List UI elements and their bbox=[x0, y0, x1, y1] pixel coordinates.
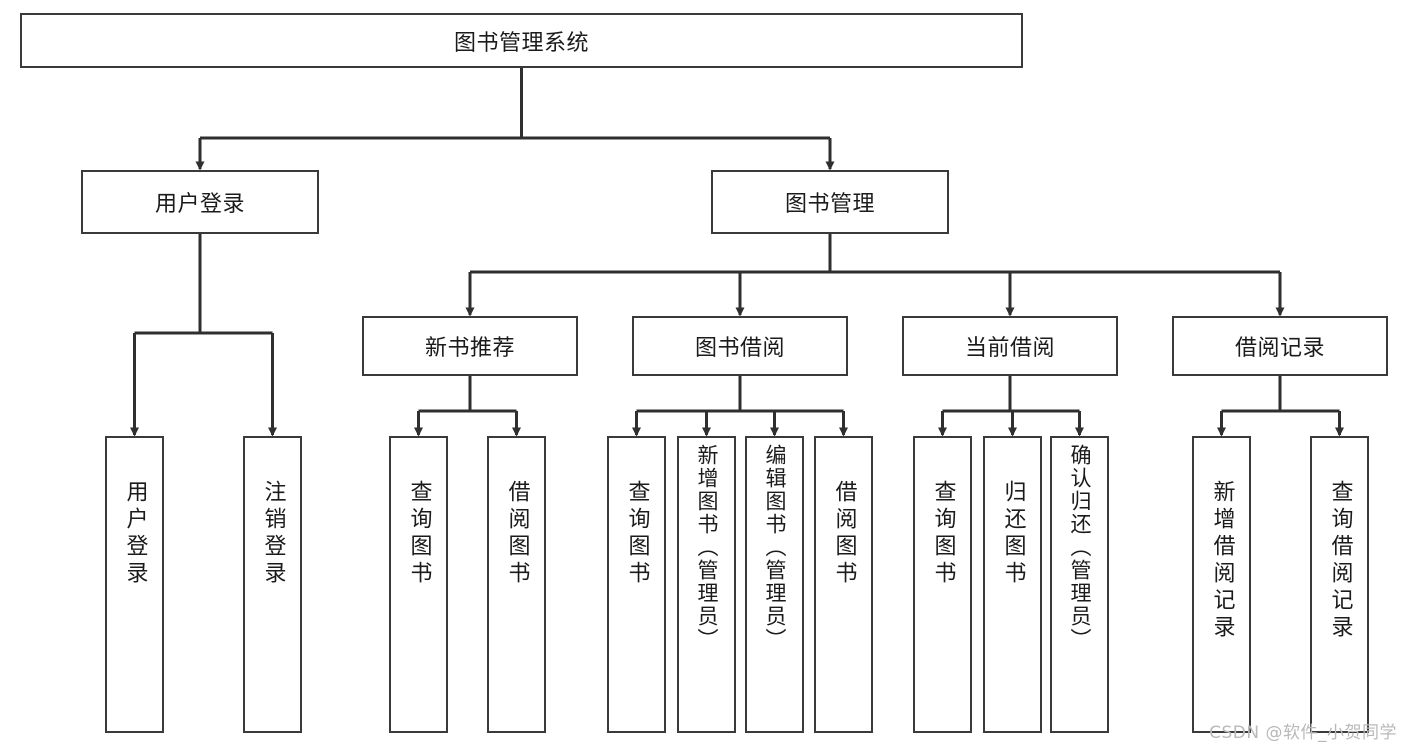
node-label-leaf-add-borrow-record: 新增借阅记录 bbox=[1209, 480, 1235, 642]
node-book-borrow[interactable]: 图书借阅 bbox=[632, 316, 848, 376]
node-label-root: 图书管理系统 bbox=[453, 30, 589, 56]
node-leaf-query-book-borrow[interactable]: 查询图书 bbox=[607, 436, 666, 733]
node-label-leaf-edit-book-admin: 编辑图书（管理员） bbox=[763, 444, 787, 651]
node-leaf-return-book[interactable]: 归还图书 bbox=[983, 436, 1042, 733]
node-label-leaf-add-book-admin: 新增图书（管理员） bbox=[695, 444, 719, 651]
node-borrow-record[interactable]: 借阅记录 bbox=[1172, 316, 1388, 376]
node-leaf-edit-book-admin[interactable]: 编辑图书（管理员） bbox=[745, 436, 804, 733]
csdn-watermark: CSDN @软件_小贺同学 bbox=[1209, 723, 1397, 743]
node-label-leaf-confirm-return-admin: 确认归还（管理员） bbox=[1068, 444, 1092, 651]
node-leaf-borrow-book-borrow[interactable]: 借阅图书 bbox=[814, 436, 873, 733]
node-leaf-query-book-current[interactable]: 查询图书 bbox=[913, 436, 972, 733]
node-book-manage[interactable]: 图书管理 bbox=[711, 170, 949, 234]
node-label-leaf-user-login: 用户登录 bbox=[122, 480, 148, 588]
node-label-user-login: 用户登录 bbox=[154, 192, 245, 217]
node-current-borrow[interactable]: 当前借阅 bbox=[902, 316, 1118, 376]
node-label-new-book-recommend: 新书推荐 bbox=[424, 336, 515, 361]
node-label-borrow-record: 借阅记录 bbox=[1234, 336, 1325, 361]
node-label-book-borrow: 图书借阅 bbox=[694, 336, 785, 361]
node-leaf-add-borrow-record[interactable]: 新增借阅记录 bbox=[1192, 436, 1251, 733]
node-root[interactable]: 图书管理系统 bbox=[20, 13, 1023, 68]
node-leaf-logout-login[interactable]: 注销登录 bbox=[243, 436, 302, 733]
node-label-leaf-logout-login: 注销登录 bbox=[260, 480, 286, 588]
node-leaf-confirm-return-admin[interactable]: 确认归还（管理员） bbox=[1050, 436, 1109, 733]
node-label-leaf-query-book-borrow: 查询图书 bbox=[624, 480, 650, 588]
node-label-book-manage: 图书管理 bbox=[784, 192, 875, 217]
node-label-leaf-query-borrow-record: 查询借阅记录 bbox=[1327, 480, 1353, 642]
node-leaf-query-book-rec[interactable]: 查询图书 bbox=[389, 436, 448, 733]
node-leaf-add-book-admin[interactable]: 新增图书（管理员） bbox=[677, 436, 736, 733]
node-label-leaf-borrow-book-borrow: 借阅图书 bbox=[831, 480, 857, 588]
node-leaf-borrow-book-rec[interactable]: 借阅图书 bbox=[487, 436, 546, 733]
node-user-login[interactable]: 用户登录 bbox=[81, 170, 319, 234]
node-label-current-borrow: 当前借阅 bbox=[964, 336, 1055, 361]
node-label-leaf-query-book-current: 查询图书 bbox=[930, 480, 956, 588]
node-leaf-query-borrow-record[interactable]: 查询借阅记录 bbox=[1310, 436, 1369, 733]
node-leaf-user-login[interactable]: 用户登录 bbox=[105, 436, 164, 733]
node-label-leaf-query-book-rec: 查询图书 bbox=[406, 480, 432, 588]
node-label-leaf-return-book: 归还图书 bbox=[1000, 480, 1026, 588]
node-new-book-recommend[interactable]: 新书推荐 bbox=[362, 316, 578, 376]
node-label-leaf-borrow-book-rec: 借阅图书 bbox=[504, 480, 530, 588]
